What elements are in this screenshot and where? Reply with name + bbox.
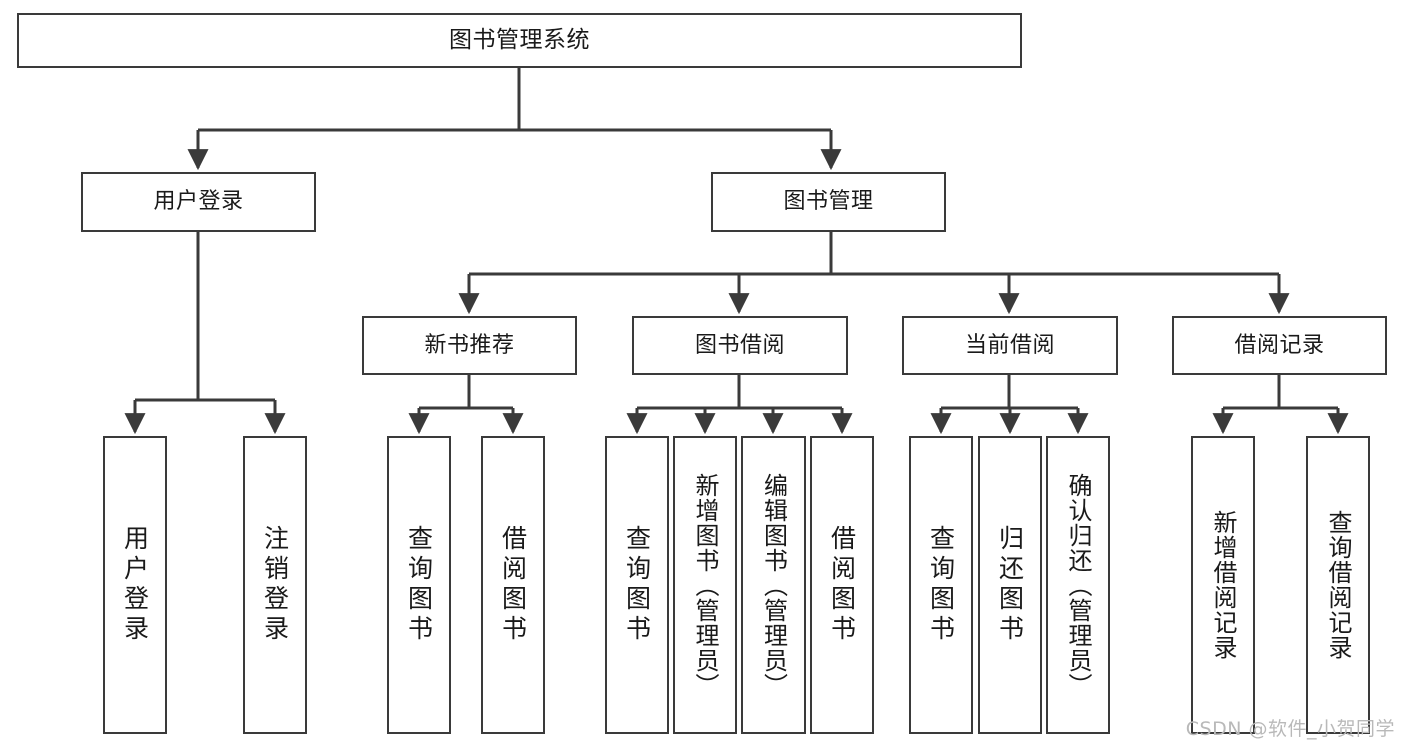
node-label: 新增借阅记录 — [1209, 510, 1237, 660]
node-current-borrow[interactable]: 当前借阅 — [902, 316, 1118, 375]
leaf-query-book-borrow[interactable]: 查询图书 — [605, 436, 669, 734]
leaf-return-book[interactable]: 归还图书 — [978, 436, 1042, 734]
node-label: 查询图书 — [926, 525, 956, 645]
node-label: 图书借阅 — [694, 332, 785, 358]
node-book-borrow[interactable]: 图书借阅 — [632, 316, 848, 375]
leaf-confirm-return-admin[interactable]: 确认归还（管理员） — [1046, 436, 1110, 734]
leaf-query-book-current[interactable]: 查询图书 — [909, 436, 973, 734]
node-label: 当前借阅 — [964, 332, 1055, 358]
leaf-borrow-book[interactable]: 借阅图书 — [810, 436, 874, 734]
leaf-user-login[interactable]: 用户登录 — [103, 436, 167, 734]
node-new-book-recommend[interactable]: 新书推荐 — [362, 316, 577, 375]
node-label: 新增图书（管理员） — [691, 472, 719, 698]
node-label: 注销登录 — [260, 525, 290, 645]
leaf-borrow-book-recommend[interactable]: 借阅图书 — [481, 436, 545, 734]
watermark: CSDN @软件_小贺同学 — [1185, 718, 1395, 740]
node-label: 查询借阅记录 — [1324, 510, 1352, 660]
node-label: 查询图书 — [622, 525, 652, 645]
node-label: 查询图书 — [404, 525, 434, 645]
node-label: 用户登录 — [153, 189, 244, 215]
node-label: 借阅记录 — [1234, 332, 1325, 358]
leaf-add-book-admin[interactable]: 新增图书（管理员） — [673, 436, 737, 734]
leaf-edit-book-admin[interactable]: 编辑图书（管理员） — [741, 436, 806, 734]
leaf-add-borrow-record[interactable]: 新增借阅记录 — [1191, 436, 1255, 734]
node-user-login[interactable]: 用户登录 — [81, 172, 316, 232]
node-borrow-record[interactable]: 借阅记录 — [1172, 316, 1387, 375]
node-label: 归还图书 — [995, 525, 1025, 645]
node-label: 借阅图书 — [498, 525, 528, 645]
leaf-query-borrow-record[interactable]: 查询借阅记录 — [1306, 436, 1370, 734]
leaf-logout[interactable]: 注销登录 — [243, 436, 307, 734]
node-book-management[interactable]: 图书管理 — [711, 172, 946, 232]
leaf-query-book-recommend[interactable]: 查询图书 — [387, 436, 451, 734]
node-label: 新书推荐 — [424, 332, 515, 358]
node-root[interactable]: 图书管理系统 — [17, 13, 1022, 68]
node-label: 图书管理 — [783, 189, 874, 215]
node-label: 借阅图书 — [827, 525, 857, 645]
node-label: 编辑图书（管理员） — [759, 472, 788, 698]
node-label: 用户登录 — [120, 525, 150, 645]
node-label: 确认归还（管理员） — [1064, 472, 1092, 698]
node-label: 图书管理系统 — [449, 27, 590, 54]
